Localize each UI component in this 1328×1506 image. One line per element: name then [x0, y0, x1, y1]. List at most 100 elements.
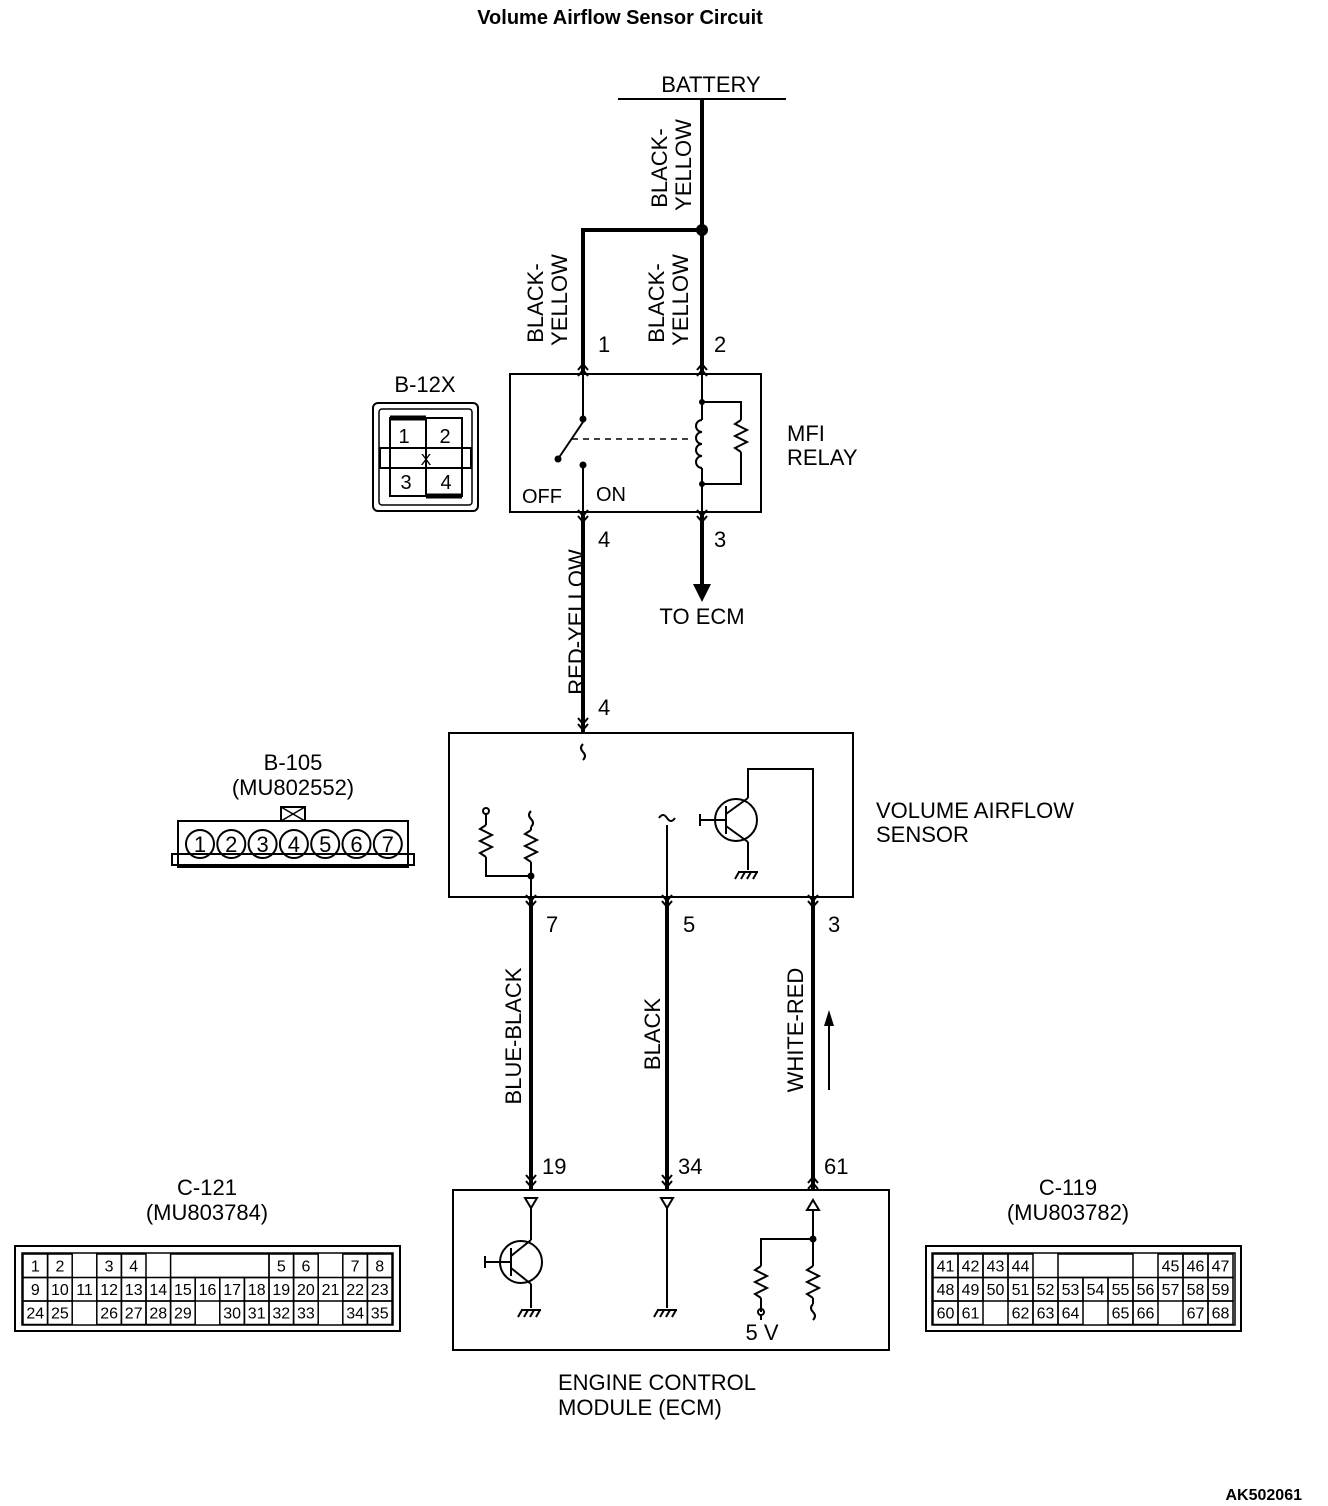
c121-pin: 28	[149, 1306, 167, 1323]
arrow-down-icon	[693, 584, 711, 602]
c121-pin: 31	[248, 1306, 266, 1323]
sensor-label-line2: SENSOR	[876, 822, 969, 847]
sensor-supply-terminal	[580, 743, 586, 761]
resistor-icon	[804, 1265, 822, 1299]
b12x-pin-1: 1	[398, 426, 409, 448]
b105-part: (MU802552)	[232, 775, 354, 800]
relay-label-line2: RELAY	[787, 445, 858, 470]
c121-label: C-121	[177, 1175, 237, 1200]
c119-pin: 66	[1137, 1306, 1155, 1323]
relay-off-label: OFF	[522, 486, 562, 508]
ecm-pin34: 34	[678, 1154, 702, 1179]
c121-pin: 10	[51, 1282, 69, 1299]
c119-pin: 58	[1187, 1282, 1205, 1299]
c121-pin: 22	[346, 1282, 364, 1299]
c119-pin: 45	[1162, 1259, 1180, 1276]
c121-pin: 19	[272, 1282, 290, 1299]
c121-cell	[292, 1300, 319, 1326]
b105-pin-circle	[185, 829, 215, 859]
b12x-pin-3: 3	[400, 472, 411, 494]
c119-pin: 43	[987, 1259, 1005, 1276]
c119-pin: 50	[987, 1282, 1005, 1299]
c119-cell	[1132, 1300, 1159, 1326]
c119-pin: 49	[962, 1282, 980, 1299]
c119-pin: 60	[937, 1306, 955, 1323]
relay-label-line1: MFI	[787, 421, 825, 446]
c121-pin: 5	[277, 1259, 286, 1276]
c121-pin: 18	[248, 1282, 266, 1299]
ground-icon	[734, 871, 759, 880]
ecm-pin61: 61	[824, 1154, 848, 1179]
transistor-icon	[484, 1208, 543, 1308]
ecm-label: ENGINE CONTROL MODULE (ECM)	[558, 1370, 761, 1420]
c121-pin: 7	[351, 1259, 360, 1276]
c119-pin: 63	[1037, 1306, 1055, 1323]
b105-pin: 1	[194, 832, 206, 857]
ecm-box	[452, 1189, 890, 1351]
b12x-pin-2: 2	[439, 426, 450, 448]
wire-label-relay-pin1: BLACK- YELLOW	[523, 254, 572, 346]
c121-pin: 1	[31, 1259, 40, 1276]
relay-pin3: 3	[714, 527, 726, 552]
c119-part: (MU803782)	[1007, 1200, 1129, 1225]
c119-pin: 59	[1212, 1282, 1230, 1299]
relay-pin4: 4	[598, 527, 610, 552]
c121-pin: 33	[297, 1306, 315, 1323]
ecm-5v-label: 5 V	[745, 1320, 778, 1345]
b105-pin: 7	[382, 832, 394, 857]
b105-label: B-105	[264, 750, 323, 775]
c121-pin: 34	[346, 1306, 364, 1323]
ecm-label-line2: MODULE (ECM)	[558, 1395, 722, 1420]
transistor-icon	[699, 768, 814, 897]
ecm-label-line1: ENGINE CONTROL	[558, 1370, 756, 1395]
c119-pin: 54	[1087, 1282, 1105, 1299]
c121-pin: 27	[125, 1306, 143, 1323]
c121-pin: 23	[371, 1282, 389, 1299]
c119-pin: 48	[937, 1282, 955, 1299]
c119-pin: 62	[1012, 1306, 1030, 1323]
c119-pin: 42	[962, 1259, 980, 1276]
b105-pin-circle	[216, 829, 247, 859]
c121-pin: 24	[26, 1306, 44, 1323]
wire-label-blue-black: BLUE-BLACK	[501, 967, 526, 1104]
c119-pin: 46	[1187, 1259, 1205, 1276]
b105-pin-circle	[341, 829, 372, 859]
c121-pin: 9	[31, 1282, 40, 1299]
ecm-pin19: 19	[542, 1154, 566, 1179]
c119-pin: 55	[1112, 1282, 1130, 1299]
c121-pin: 30	[223, 1306, 241, 1323]
c121-pin: 25	[51, 1306, 69, 1323]
c119-cell	[1207, 1300, 1234, 1326]
c121-pin: 29	[174, 1306, 192, 1323]
c119-pin: 53	[1062, 1282, 1080, 1299]
c119-pin: 65	[1112, 1306, 1130, 1323]
c121-pin: 21	[322, 1282, 340, 1299]
b105-pin-circle	[372, 829, 403, 859]
c121-pin: 13	[125, 1282, 143, 1299]
signal-direction-arrow	[824, 1010, 834, 1090]
to-ecm-label: TO ECM	[659, 604, 744, 629]
resistor-icon	[522, 810, 540, 897]
relay-on-label: ON	[596, 484, 626, 506]
c119-pin: 44	[1012, 1259, 1030, 1276]
b105-pin: 4	[288, 832, 300, 857]
c119-pin: 52	[1037, 1282, 1055, 1299]
wire-label-relay-pin2: BLACK- YELLOW	[644, 254, 693, 346]
relay-label: MFI RELAY	[787, 421, 858, 470]
c121-cell	[169, 1300, 196, 1326]
resistor-icon	[477, 807, 531, 877]
c121-part: (MU803784)	[146, 1200, 268, 1225]
diagram-title: Volume Airflow Sensor Circuit	[477, 7, 763, 29]
c121-pin: 17	[223, 1282, 241, 1299]
c119-cell	[1057, 1300, 1084, 1326]
wire-label-black: BLACK	[640, 998, 665, 1070]
c121-pin: 15	[174, 1282, 192, 1299]
c121-cell	[46, 1300, 73, 1326]
c121-blank-block	[169, 1253, 270, 1279]
sensor-pin3: 3	[828, 912, 840, 937]
c119-cell	[957, 1300, 984, 1326]
c119-pin: 67	[1187, 1306, 1205, 1323]
c121-pin: 8	[375, 1259, 384, 1276]
